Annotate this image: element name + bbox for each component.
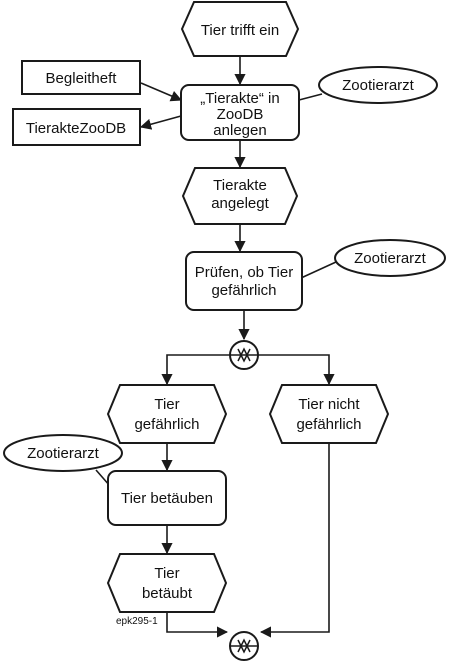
- xor-split-operator: [229, 340, 259, 370]
- event-label-line-2: betäubt: [142, 585, 193, 602]
- role-zootierarzt-2: Zootierarzt: [334, 239, 446, 277]
- role-zootierarzt-1: Zootierarzt: [318, 66, 438, 104]
- event-label-line-2: gefährlich: [134, 416, 199, 433]
- event-label-line-1: Tier: [154, 396, 179, 413]
- event-label-line-2: gefährlich: [296, 416, 361, 433]
- event-tierakte-angelegt: Tierakte angelegt: [181, 167, 299, 225]
- connector-begleitheft-to-anlegen: [140, 82, 183, 102]
- role-label: Zootierarzt: [342, 77, 415, 94]
- document-tierakte-zoodb: TierakteZooDB: [12, 108, 141, 146]
- function-tier-betaeuben: Tier betäuben: [107, 470, 227, 526]
- connector-split-to-gefaehrlich: [161, 354, 230, 386]
- function-tierakte-anlegen: „Tierakte“ in ZooDB anlegen: [180, 84, 300, 141]
- function-label: Tier betäuben: [121, 490, 213, 507]
- function-label-line-2: gefährlich: [211, 282, 276, 299]
- event-tier-nicht-gefaehrlich: Tier nicht gefährlich: [268, 384, 390, 444]
- connector-anlegen-to-zoodb: [139, 115, 182, 130]
- role-label: Zootierarzt: [27, 445, 100, 462]
- event-tier-betaeubt: Tier betäubt: [106, 553, 228, 613]
- event-label-line-1: Tier: [154, 565, 179, 582]
- xor-join-operator: [229, 631, 259, 661]
- connector-split-to-nicht-gefaehrlich: [258, 354, 335, 386]
- role-zootierarzt-3: Zootierarzt: [3, 434, 123, 472]
- event-tier-gefaehrlich: Tier gefährlich: [106, 384, 228, 444]
- event-label: Tier trifft ein: [201, 22, 279, 39]
- event-label-line-2: angelegt: [211, 195, 269, 212]
- function-label-line-2: ZooDB: [217, 106, 264, 123]
- function-label-line-3: anlegen: [213, 122, 266, 139]
- document-begleitheft: Begleitheft: [21, 60, 141, 95]
- connector-zootierarzt2-to-pruefen: [300, 261, 337, 279]
- role-label: Zootierarzt: [354, 250, 427, 267]
- connector-betaeubt-to-join: [166, 612, 229, 638]
- event-label-line-1: Tierakte: [213, 177, 267, 194]
- connector-zootierarzt1-to-anlegen: [298, 93, 323, 101]
- connector-nicht-gefaehrlich-to-join: [259, 443, 330, 638]
- function-pruefen-gefaehrlich: Prüfen, ob Tier gefährlich: [185, 251, 303, 311]
- event-tier-trifft-ein: Tier trifft ein: [180, 1, 300, 57]
- function-label-line-1: „Tierakte“ in: [200, 90, 279, 107]
- document-label: Begleitheft: [46, 70, 118, 87]
- connectors: [95, 56, 337, 638]
- figure-id-label: epk295-1: [116, 616, 158, 627]
- event-label-line-1: Tier nicht: [298, 396, 360, 413]
- document-label: TierakteZooDB: [26, 120, 126, 137]
- function-label-line-1: Prüfen, ob Tier: [195, 264, 293, 281]
